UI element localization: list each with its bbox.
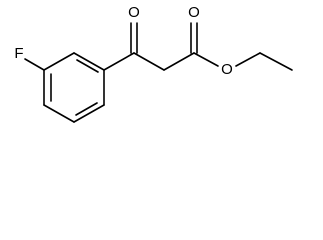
structure-diagram: F O O O bbox=[14, 4, 293, 123]
ring-bond-c1-c2 bbox=[43, 52, 75, 71]
ketone-oxygen-label: O bbox=[128, 4, 140, 21]
ring-bond-c4-c5 bbox=[73, 104, 105, 123]
ring-bond-c2-c3 bbox=[73, 52, 105, 71]
bond-ester-carbon-ether-o bbox=[193, 52, 219, 67]
ring-inner-double-bond-bottom bbox=[75, 102, 98, 116]
ring-inner-double-bond-top bbox=[76, 59, 99, 73]
ester-carbonyl-oxygen-label: O bbox=[188, 4, 200, 21]
ester-ether-oxygen-label: O bbox=[221, 61, 233, 78]
molecule-drawing: F O O O bbox=[14, 4, 293, 123]
bond-ch2-ester-carbon bbox=[163, 52, 195, 71]
bond-ring-ketone-carbon bbox=[103, 52, 135, 71]
fluorine-atom-label: F bbox=[14, 45, 23, 62]
ring-bond-c5-c6 bbox=[43, 104, 75, 123]
bond-ketone-ch2 bbox=[133, 52, 165, 71]
bond-c-f bbox=[24, 58, 45, 71]
bond-ether-o-ch2 bbox=[235, 52, 261, 67]
bond-ethyl-ch2-ch3 bbox=[259, 52, 293, 71]
